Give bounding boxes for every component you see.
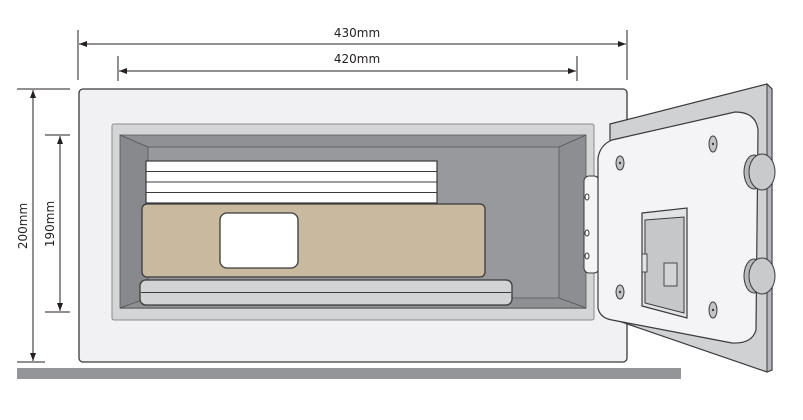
dimension-outer-width: 430mm [77,26,628,80]
interior-top-wall [119,134,587,148]
laptop-label-window [219,212,299,269]
door-bolt-bottom [743,257,776,295]
tray [139,279,513,306]
battery-cover [641,207,688,319]
door-screws [615,135,718,319]
laptop-sleeve [141,203,486,278]
interior-right-wall [558,134,587,309]
dimension-inner-height: 190mm [43,134,70,313]
dimension-inner-width: 420mm [117,52,578,81]
inner-width-label: 420mm [334,52,380,66]
dimension-outer-height: 200mm [16,88,70,363]
outer-height-label: 200mm [16,203,30,249]
door-bolt-top [743,153,776,191]
floor-bar [17,368,681,379]
outer-width-label: 430mm [334,26,380,40]
door-hinge [583,175,600,274]
inner-height-label: 190mm [43,201,57,247]
paper-stack [145,160,438,204]
door-plate-edge [766,82,773,373]
